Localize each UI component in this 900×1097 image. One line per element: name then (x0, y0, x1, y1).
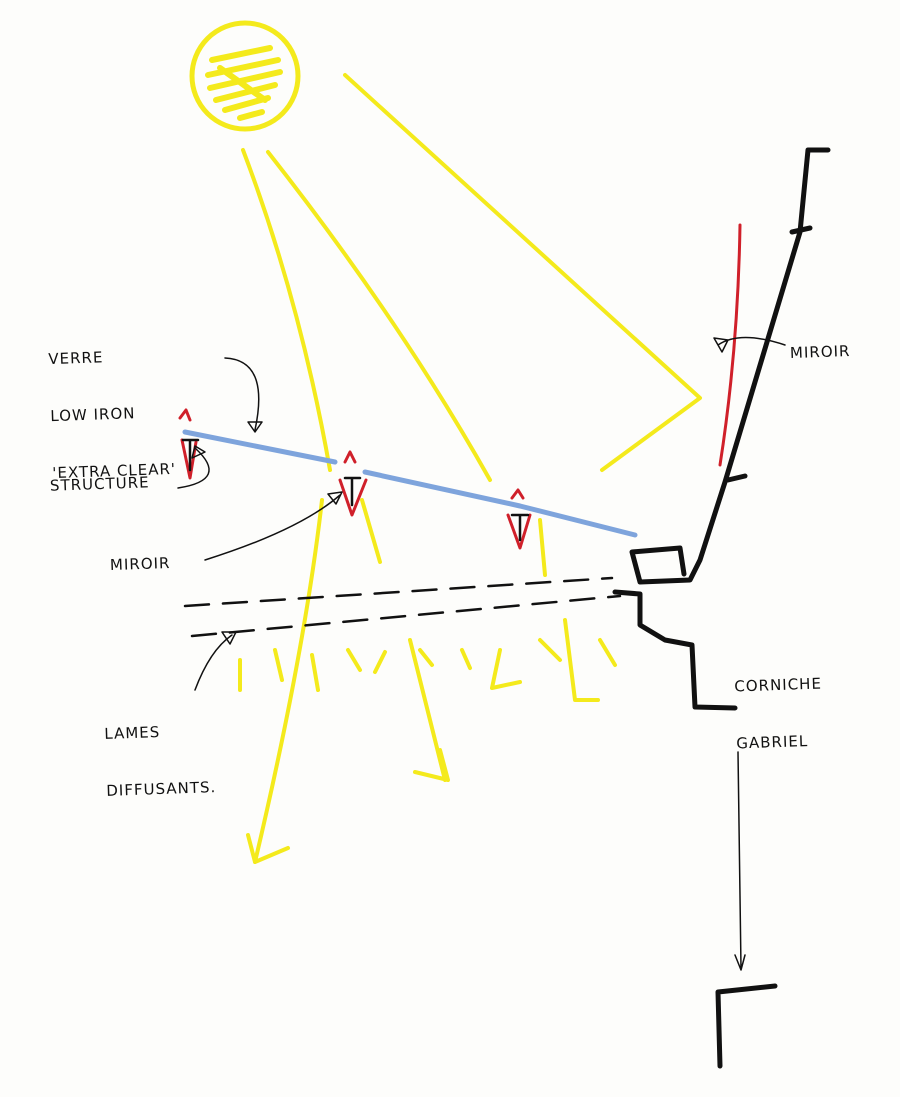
label-diffusers-line-2: DIFFUSANTS. (106, 778, 217, 800)
ray-scatter-1 (360, 498, 382, 564)
label-cornice: CORNICHE GABRIEL (733, 637, 825, 773)
facade-section (612, 147, 831, 1069)
glass-pane (182, 429, 638, 538)
ray-scatter-3 (238, 618, 617, 702)
sun-rays (238, 73, 702, 864)
label-cornice-line-1: CORNICHE (734, 674, 823, 696)
label-mirror-beam: MIROIR (109, 553, 171, 575)
label-structure: STRUCTURE (49, 473, 150, 495)
label-diffusers: LAMES DIFFUSANTS. (103, 683, 218, 820)
label-glass: VERRE LOW IRON 'EXTRA CLEAR' (47, 308, 177, 502)
ray-scatter-2 (408, 638, 450, 782)
ray-1-down (246, 498, 324, 864)
level-line (734, 751, 746, 971)
ray-3 (343, 73, 702, 472)
wall-mirror (718, 223, 742, 467)
label-diffusers-line-1: LAMES (104, 722, 161, 743)
label-mirror-wall: MIROIR (789, 341, 851, 363)
annotation-leaders (177, 336, 786, 691)
diffuser-slats (183, 576, 622, 638)
beam-mirrors (178, 223, 742, 550)
ray-1 (241, 148, 332, 472)
sun-icon (189, 20, 301, 132)
structure-ties (181, 438, 530, 542)
ray-2 (266, 150, 492, 482)
label-glass-line-1: VERRE (48, 348, 104, 369)
ray-2-down (538, 518, 547, 577)
label-glass-line-2: LOW IRON (50, 404, 136, 426)
label-cornice-line-2: GABRIEL (736, 732, 809, 753)
